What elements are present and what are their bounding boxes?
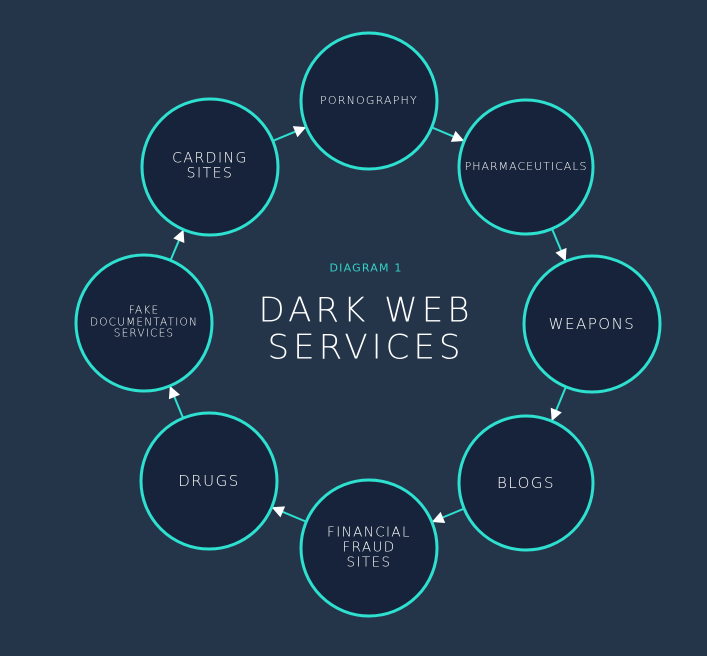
node-label-line: FRAUD (342, 539, 396, 556)
node-label-line: DRUGS (178, 471, 240, 490)
arrowhead-icon (168, 385, 180, 400)
node-circle (139, 411, 279, 551)
node-label: PHARMACEUTICALS (464, 159, 588, 173)
node-label-line: CARDING (172, 150, 248, 167)
node-circle (457, 98, 595, 236)
node-label-line: FINANCIAL (327, 524, 411, 541)
node-circle (74, 253, 214, 393)
arrowhead-icon (292, 126, 307, 138)
arrowhead-icon (450, 130, 465, 142)
node-label-line: WEAPONS (548, 314, 636, 333)
title-line-1: DARK WEB (258, 290, 474, 331)
node-circle (457, 414, 595, 552)
node-label-line: PORNOGRAPHY (320, 93, 418, 107)
arrowhead-icon (431, 511, 446, 523)
node-label: WEAPONS (549, 316, 636, 333)
title-line-2: SERVICES (267, 328, 465, 368)
node-label-line: SITES (346, 554, 392, 571)
diagram-title: DARK WEB SERVICES (258, 290, 474, 368)
node-label-line: SITES (186, 166, 234, 182)
arrowhead-icon (555, 247, 567, 262)
arrowhead-icon (550, 407, 562, 422)
node-label-line: DOCUMENTATION (89, 316, 199, 329)
node-circle (522, 254, 662, 394)
node-circle (140, 97, 280, 237)
node-label: PORNOGRAPHY (320, 93, 418, 107)
node-label: DRUGS (178, 473, 240, 490)
diagram-subtitle: DIAGRAM 1 (329, 261, 403, 275)
node-label-line: PHARMACEUTICALS (464, 159, 588, 173)
arrowhead-icon (271, 506, 286, 518)
node-circle (299, 478, 439, 618)
node-label-line: BLOGS (496, 473, 556, 492)
node-label-line: SERVICES (113, 327, 175, 340)
node-label-line: FAKE (128, 304, 160, 317)
node-label: BLOGS (497, 475, 555, 492)
arrowhead-icon (173, 229, 185, 244)
node-circle (299, 31, 439, 171)
